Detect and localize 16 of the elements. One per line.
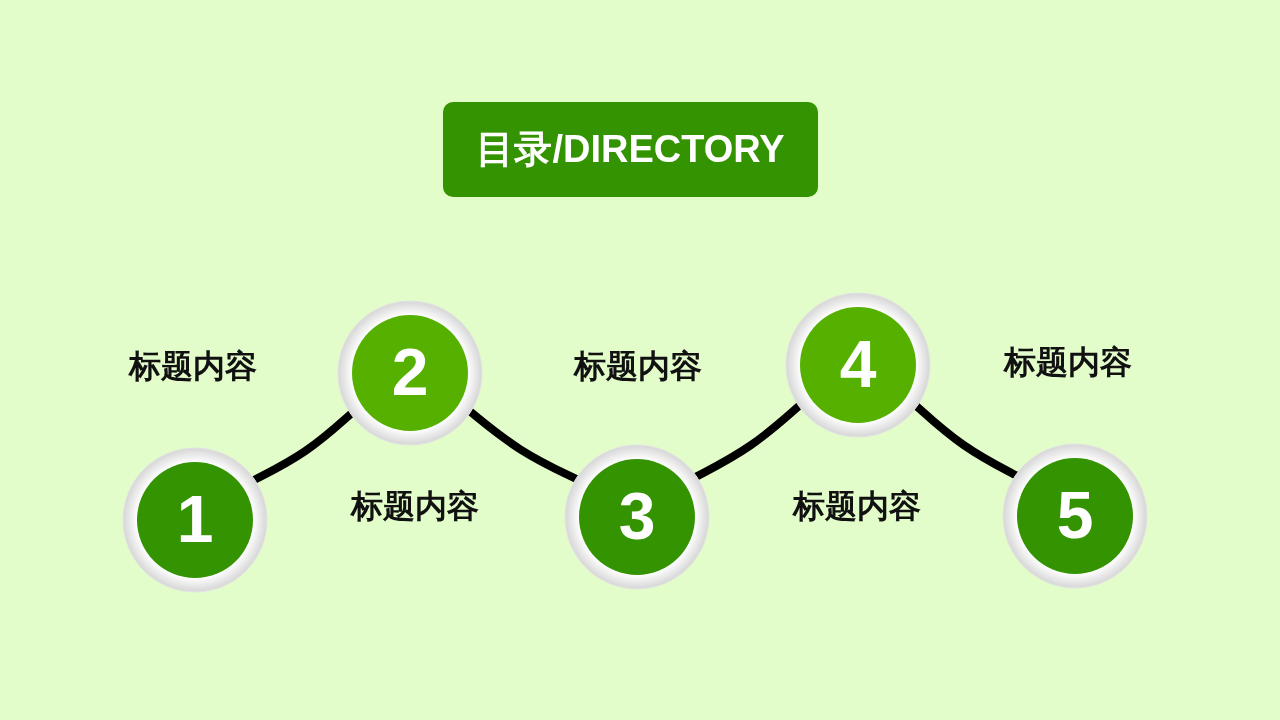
number-circle	[785, 292, 931, 438]
title-text: 目录/DIRECTORY	[476, 127, 785, 172]
item-label: 标题内容	[351, 487, 479, 526]
number-circle	[122, 447, 268, 593]
step-number: 5	[1056, 481, 1094, 548]
number-circle	[337, 300, 483, 446]
step-number: 3	[618, 482, 656, 549]
item-label: 标题内容	[574, 347, 702, 386]
number-circle	[1002, 443, 1148, 589]
number-circle	[564, 444, 710, 590]
item-label: 标题内容	[129, 347, 257, 386]
item-label: 标题内容	[793, 487, 921, 526]
step-number: 1	[176, 485, 214, 552]
step-number: 4	[839, 330, 877, 397]
item-label: 标题内容	[1004, 343, 1132, 382]
step-number: 2	[391, 338, 429, 405]
